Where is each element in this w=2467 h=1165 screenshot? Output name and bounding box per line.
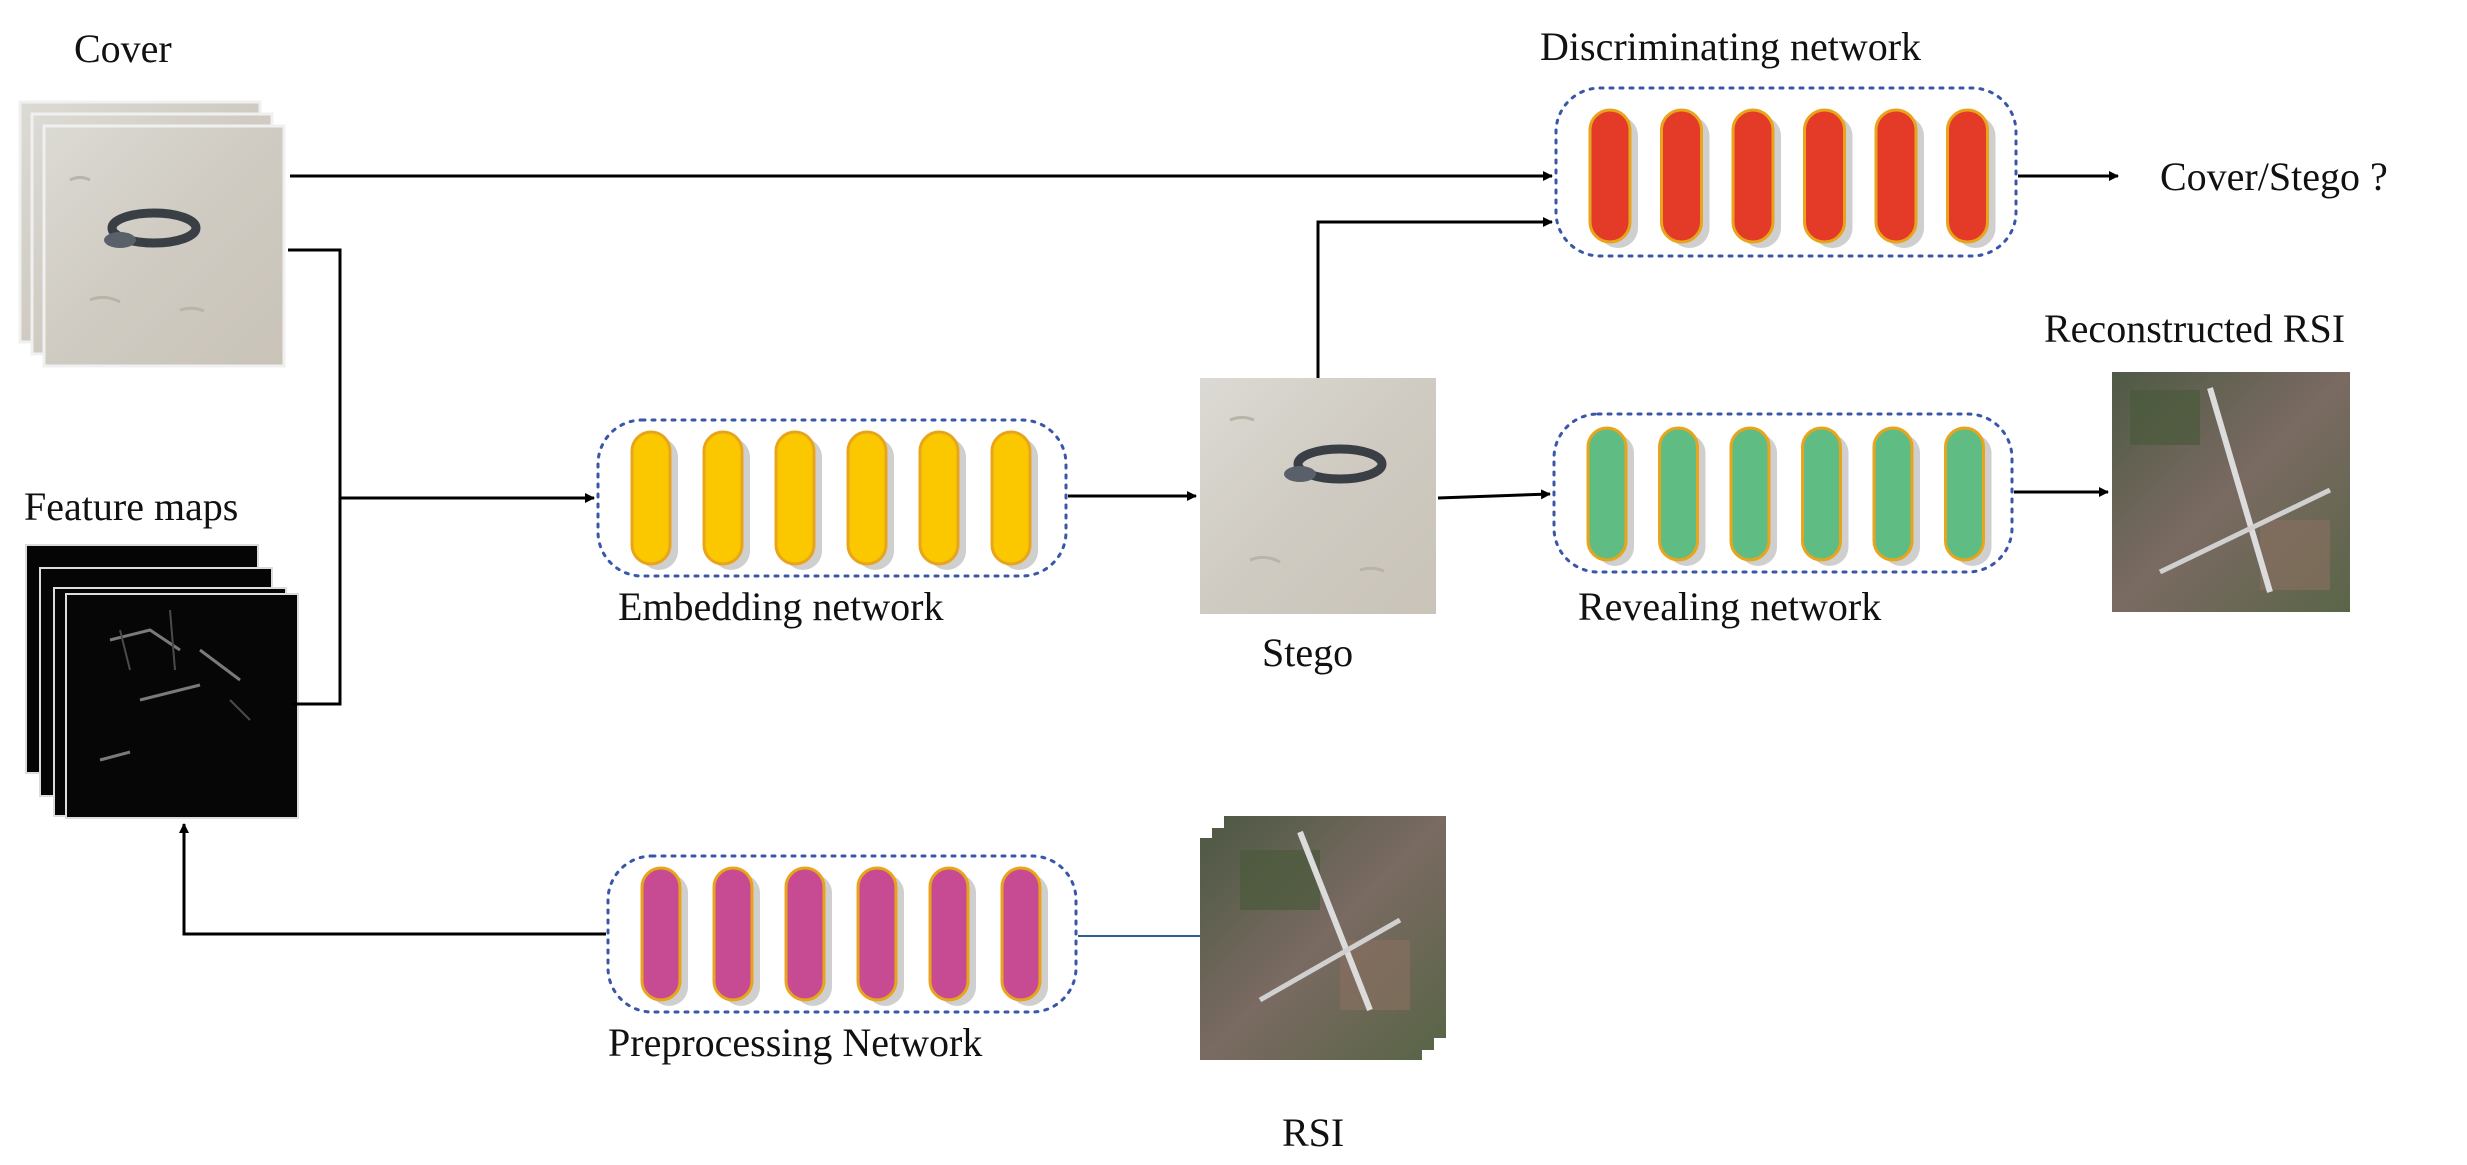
discriminating-layer-block xyxy=(1660,108,1703,244)
embedding-layer-block xyxy=(846,430,888,566)
preprocessing-layer-block xyxy=(1000,866,1042,1002)
arrow-preprocessing-to-feature-maps xyxy=(179,823,606,936)
rsi-image-stack xyxy=(1200,816,1446,1060)
discriminating-layer-block xyxy=(1874,108,1918,244)
feature-maps-stack xyxy=(25,544,299,819)
embedding-layer-block xyxy=(918,430,960,566)
discriminating-layer-block xyxy=(1803,108,1846,244)
tire-object xyxy=(69,176,205,313)
embedding-layer-block xyxy=(774,430,816,566)
cover-stego-output-label: Cover/Stego ? xyxy=(2160,154,2388,199)
feature-maps-label: Feature maps xyxy=(24,484,238,529)
revealing-layer-block xyxy=(1658,426,1699,562)
discriminating-layer-block xyxy=(1588,108,1632,244)
revealing-layer-block xyxy=(1729,426,1771,562)
revealing-layer-block xyxy=(1801,426,1842,562)
stego-label: Stego xyxy=(1262,630,1353,675)
preprocessing-network-label: Preprocessing Network xyxy=(608,1020,982,1065)
line-cover-to-embedding xyxy=(288,248,342,706)
discriminating-network-label: Discriminating network xyxy=(1540,24,1921,69)
reconstructed-rsi-label: Reconstructed RSI xyxy=(2044,306,2345,351)
revealing-network-label: Revealing network xyxy=(1578,584,1881,629)
embedding-layer-block xyxy=(990,430,1032,566)
rsi-label: RSI xyxy=(1282,1110,1344,1155)
discriminating-network-blocks xyxy=(1588,108,1996,248)
cover-label: Cover xyxy=(74,26,172,71)
preprocessing-network-blocks xyxy=(640,866,1048,1006)
preprocessing-layer-block xyxy=(928,866,970,1002)
revealing-network-container xyxy=(1552,412,2014,574)
embedding-layer-block xyxy=(630,430,672,566)
arrow-stego-to-revealing xyxy=(1437,489,1551,500)
cover-image-stack xyxy=(18,100,286,368)
preprocessing-layer-block xyxy=(856,866,898,1002)
preprocessing-layer-block xyxy=(640,866,682,1002)
stego-image xyxy=(1200,378,1436,614)
revealing-network-blocks xyxy=(1586,426,1992,566)
preprocessing-layer-block xyxy=(784,866,826,1002)
arrow-stego-to-discriminator xyxy=(1316,217,1553,378)
embedding-network-blocks xyxy=(630,430,1038,570)
embedding-network-container xyxy=(596,418,1068,578)
embedding-network-label: Embedding network xyxy=(618,584,944,629)
revealing-layer-block xyxy=(1586,426,1628,562)
revealing-layer-block xyxy=(1944,426,1985,562)
preprocessing-network-container xyxy=(606,854,1078,1014)
discriminating-layer-block xyxy=(1946,108,1989,244)
preprocessing-layer-block xyxy=(712,866,754,1002)
discriminating-layer-block xyxy=(1731,108,1775,244)
revealing-layer-block xyxy=(1872,426,1914,562)
connectors xyxy=(179,171,2119,936)
discriminating-network-container xyxy=(1554,86,2018,258)
reconstructed-rsi-image xyxy=(2112,372,2350,612)
embedding-layer-block xyxy=(702,430,744,566)
